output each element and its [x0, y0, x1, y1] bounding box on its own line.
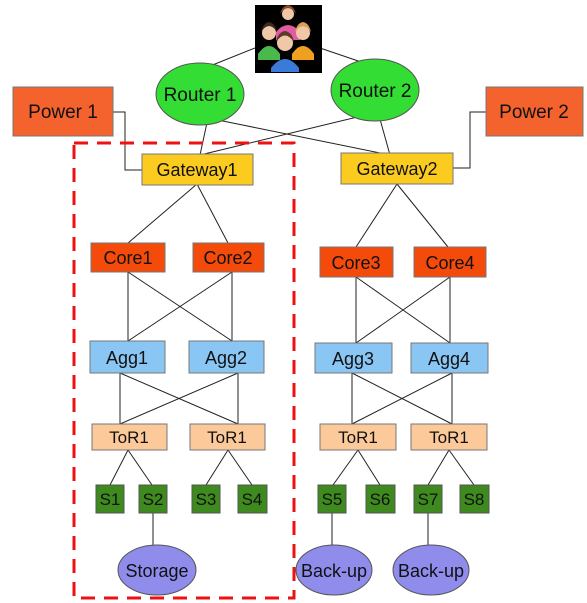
router-1: Router 1	[155, 62, 245, 126]
backup-2-label: Back-up	[398, 561, 464, 581]
agg-2: Agg2	[188, 340, 265, 374]
server-8-label: S8	[464, 490, 485, 509]
server-5: S5	[317, 484, 347, 514]
server-1: S1	[95, 484, 125, 514]
backup-node-2: Back-up	[392, 544, 470, 596]
core-3-label: Core3	[331, 253, 380, 273]
core-4-label: Core4	[425, 253, 474, 273]
router-1-label: Router 1	[164, 85, 237, 106]
core-3: Core3	[319, 246, 394, 278]
users-group-icon	[255, 5, 322, 73]
router-2-label: Router 2	[339, 81, 412, 102]
tor-4-label: ToR1	[429, 428, 469, 447]
server-6-label: S6	[370, 490, 391, 509]
server-4: S4	[237, 484, 268, 514]
agg-4-label: Agg4	[428, 349, 470, 369]
server-5-label: S5	[322, 490, 343, 509]
tor-2: ToR1	[189, 423, 266, 451]
router-2: Router 2	[330, 58, 420, 122]
server-8: S8	[459, 484, 490, 514]
agg-4: Agg4	[410, 342, 489, 374]
tor-2-label: ToR1	[207, 428, 247, 447]
core-2-label: Core2	[203, 248, 252, 268]
tor-3: ToR1	[319, 423, 397, 451]
server-7-label: S7	[418, 490, 439, 509]
agg-3-label: Agg3	[332, 349, 374, 369]
power-2-label: Power 2	[499, 102, 569, 123]
server-3-label: S3	[196, 490, 217, 509]
core-4: Core4	[413, 246, 487, 278]
core-1-label: Core1	[103, 248, 152, 268]
server-4-label: S4	[242, 490, 263, 509]
core-2: Core2	[192, 242, 265, 273]
power-1-label: Power 1	[28, 102, 98, 123]
backup-node-1: Back-up	[295, 544, 373, 596]
tor-1-label: ToR1	[109, 428, 149, 447]
gateway-2-label: Gateway2	[356, 159, 437, 179]
agg-2-label: Agg2	[205, 348, 247, 368]
core-1: Core1	[90, 242, 166, 273]
connections	[109, 47, 486, 546]
server-1-label: S1	[100, 490, 121, 509]
server-3: S3	[191, 484, 221, 514]
tor-4: ToR1	[410, 423, 488, 451]
gateway-2: Gateway2	[340, 152, 454, 185]
tor-1: ToR1	[91, 423, 168, 451]
agg-3: Agg3	[314, 342, 393, 374]
power-2: Power 2	[485, 86, 584, 137]
server-6: S6	[365, 484, 396, 514]
gateway-1: Gateway1	[141, 153, 254, 186]
gateway-1-label: Gateway1	[156, 160, 237, 180]
backup-1-label: Back-up	[301, 561, 367, 581]
power-1: Power 1	[12, 86, 114, 137]
agg-1: Agg1	[89, 340, 166, 374]
tor-3-label: ToR1	[338, 428, 378, 447]
server-2: S2	[138, 484, 168, 514]
failure-domain-box	[72, 141, 296, 600]
storage-node: Storage	[117, 544, 197, 596]
storage-label: Storage	[125, 561, 188, 581]
server-7: S7	[413, 484, 443, 514]
agg-1-label: Agg1	[106, 348, 148, 368]
server-2-label: S2	[143, 490, 164, 509]
